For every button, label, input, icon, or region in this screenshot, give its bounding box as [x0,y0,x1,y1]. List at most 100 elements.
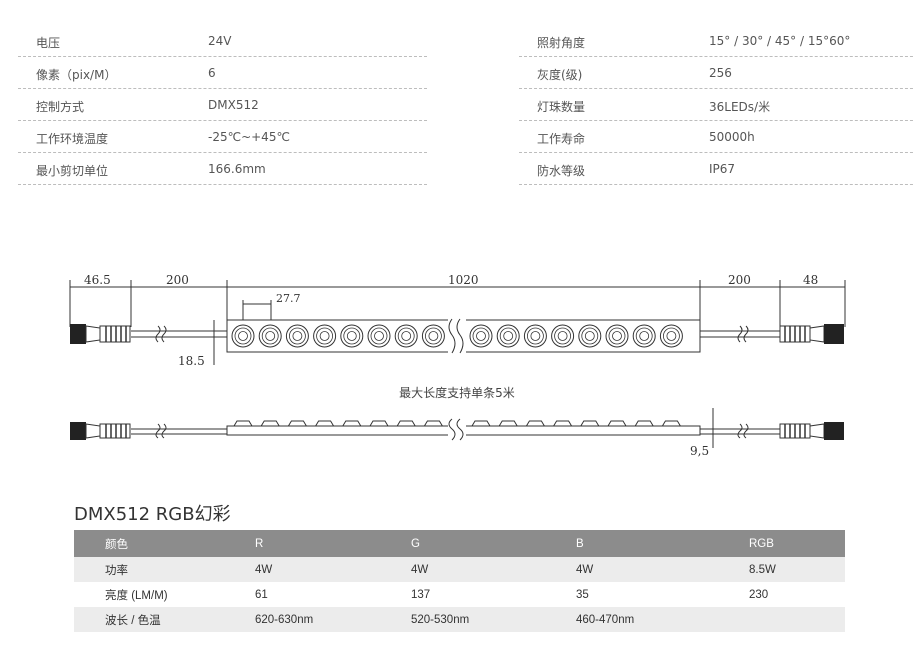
led-profile-row [233,420,681,427]
section-title: DMX512 RGB幻彩 [74,504,231,525]
table-cell: 460-470nm [576,607,749,632]
led-icon [578,324,602,348]
spec-row: 防水等级 IP67 [519,153,914,185]
table-header-cell: RGB [749,530,845,557]
led-icon [340,324,364,348]
led-profile [525,420,545,427]
led-icon [551,324,575,348]
connector-icon [824,422,844,440]
spec-value: IP67 [709,162,736,176]
spec-value: 50000h [709,130,755,144]
spec-value: 24V [208,34,232,48]
side-view [70,408,844,448]
spec-label: 防水等级 [537,164,586,178]
led-icon [605,324,629,348]
led-icon [523,324,547,348]
led-profile [607,420,627,427]
table-cell: 61 [255,582,411,607]
spec-table-left: 电压 24V 像素（pix/M） 6 控制方式 DMX512 工作环境温度 -2… [18,25,427,185]
spec-label: 照射角度 [537,36,586,50]
led-profile [423,420,443,427]
led-icon [394,324,418,348]
technical-drawing: 46.5 200 1020 200 48 27.7 18.5 9,5 [69,273,846,458]
table-row: 亮度 (LM/M) 61 137 35 230 [74,582,845,607]
table-cell: 35 [576,582,749,607]
dim-front-height: 18.5 [178,354,205,368]
led-icon [632,324,656,348]
table-cell: 520-530nm [411,607,576,632]
led-profile [498,420,518,427]
table-cell: 230 [749,582,845,607]
spec-row: 像素（pix/M） 6 [18,57,427,89]
spec-value: 166.6mm [208,162,266,176]
spec-row: 照射角度 15° / 30° / 45° / 15°60° [519,25,914,57]
table-cell [749,607,845,632]
led-profile [553,420,573,427]
table-cell: 620-630nm [255,607,411,632]
led-profile [260,420,280,427]
spec-value: 15° / 30° / 45° / 15°60° [709,34,851,48]
led-icon [258,324,282,348]
spec-value: -25℃~+45℃ [208,130,290,144]
table-cell: 4W [411,557,576,582]
led-profile [233,420,253,427]
led-profile [396,420,416,427]
table-header-row: 颜色 R G B RGB [74,530,845,557]
led-profile [315,420,335,427]
led-icon [367,324,391,348]
dim-side-height: 9,5 [690,444,709,458]
led-icon [469,324,493,348]
spec-value: 256 [709,66,732,80]
table-header-cell: B [576,530,749,557]
table-cell: 4W [255,557,411,582]
dim-body-length: 1020 [448,273,479,287]
spec-label: 像素（pix/M） [36,68,117,82]
led-profile [342,420,362,427]
led-profile [471,420,491,427]
table-row: 波长 / 色温 620-630nm 520-530nm 460-470nm [74,607,845,632]
spec-label: 工作寿命 [537,132,586,146]
spec-row: 工作环境温度 -25℃~+45℃ [18,121,427,153]
spec-table-right: 照射角度 15° / 30° / 45° / 15°60° 灰度(级) 256 … [519,25,914,185]
led-profile [634,420,654,427]
spec-label: 电压 [36,36,61,50]
led-profile [661,420,681,427]
spec-value: 6 [208,66,216,80]
break-mark [448,318,464,354]
spec-label: 灯珠数量 [537,100,586,114]
led-icon [496,324,520,348]
spec-label: 灰度(级) [537,68,583,82]
spec-row: 最小剪切单位 166.6mm [18,153,427,185]
table-cell: 8.5W [749,557,845,582]
spec-row: 工作寿命 50000h [519,121,914,153]
dim-left-cable: 200 [166,273,189,287]
break-mark [737,423,749,439]
table-cell: 波长 / 色温 [74,607,255,632]
led-icon [659,324,683,348]
front-view [70,318,844,354]
spec-label: 最小剪切单位 [36,164,109,178]
led-profile [287,420,307,427]
spec-label: 控制方式 [36,100,85,114]
table-row: 功率 4W 4W 4W 8.5W [74,557,845,582]
break-mark [155,325,167,343]
break-mark [155,423,167,439]
spec-row: 灯珠数量 36LEDs/米 [519,89,914,121]
table-header-cell: R [255,530,411,557]
table-header-cell: G [411,530,576,557]
spec-label: 工作环境温度 [36,132,109,146]
led-profile [580,420,600,427]
connector-icon [70,422,86,440]
table-cell: 137 [411,582,576,607]
table-cell: 4W [576,557,749,582]
dim-right-connector: 48 [803,273,818,287]
led-icon [285,324,309,348]
table-header-cell: 颜色 [74,530,255,557]
spec-row: 电压 24V [18,25,427,57]
led-icon [421,324,445,348]
color-spec-table: 颜色 R G B RGB 功率 4W 4W 4W 8.5W 亮度 (LM/M) … [74,530,845,632]
spec-row: 控制方式 DMX512 [18,89,427,121]
dim-led-pitch: 27.7 [276,292,301,305]
break-mark [448,418,464,441]
led-icon [231,324,255,348]
